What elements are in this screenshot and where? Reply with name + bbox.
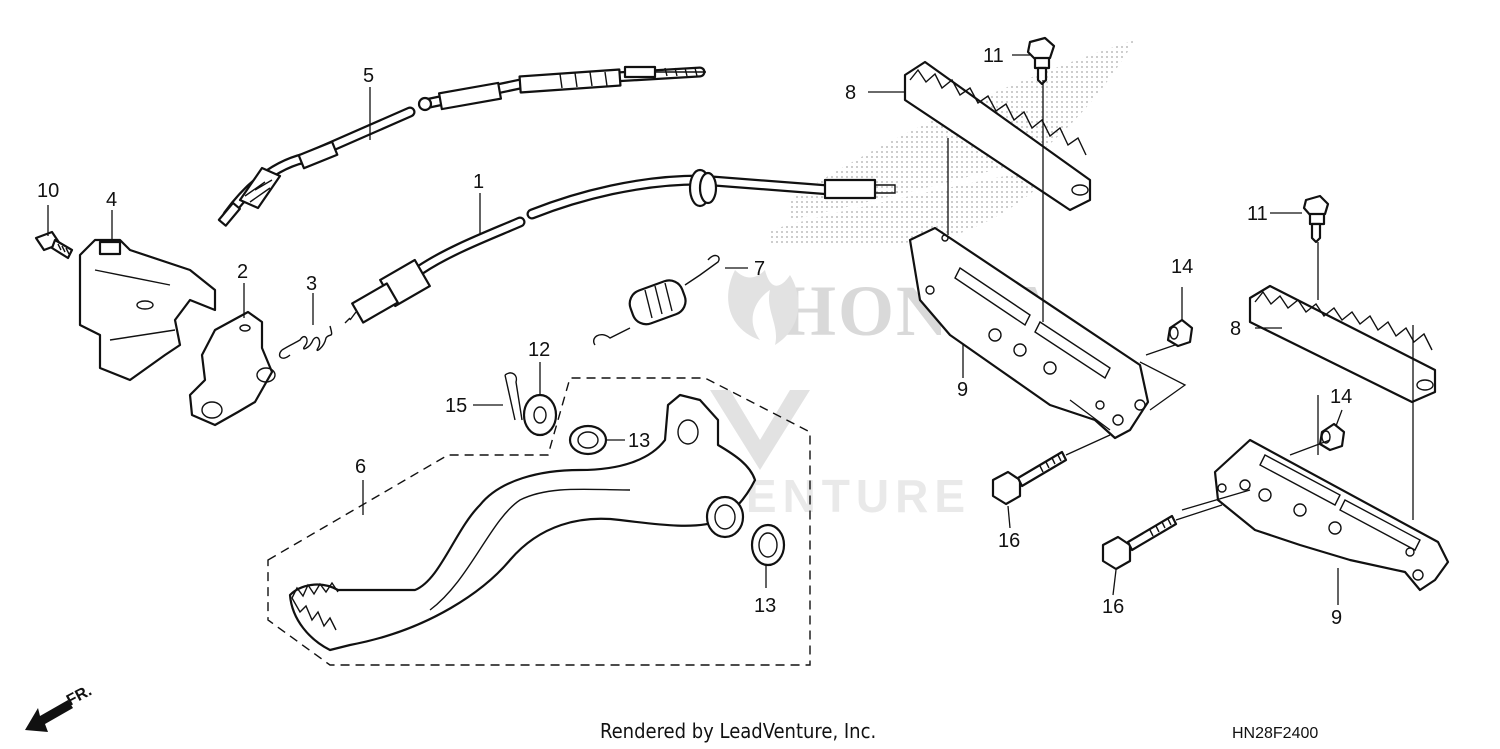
part-15-cotter-pin[interactable] xyxy=(504,372,523,421)
callout-13-lower: 13 xyxy=(754,595,776,617)
part-6-group-outline xyxy=(267,377,811,666)
part-9-bracket-upper[interactable] xyxy=(908,226,1150,440)
rendered-by-text: Rendered by LeadVenture, Inc. xyxy=(600,719,876,743)
front-direction-arrow: FR. xyxy=(25,682,95,732)
part-10-bolt[interactable] xyxy=(34,230,74,260)
part-2-bracket[interactable] xyxy=(188,310,276,427)
callout-numbers: 5 1 10 4 2 3 7 12 15 13 13 6 8 11 11 8 9… xyxy=(37,45,1352,629)
assembly-lines xyxy=(947,80,1414,521)
callout-3: 3 xyxy=(306,273,317,295)
callout-8-lower: 8 xyxy=(1230,318,1241,340)
callout-15: 15 xyxy=(445,395,467,417)
part-9-bracket-lower[interactable] xyxy=(1213,438,1450,592)
callout-5: 5 xyxy=(363,65,374,87)
part-3-spring[interactable] xyxy=(278,325,333,359)
part-16-bolt-lower[interactable] xyxy=(1101,514,1178,571)
part-13-bushing-lower[interactable] xyxy=(750,523,786,567)
callout-14-lower: 14 xyxy=(1330,386,1352,408)
part-12-washer[interactable] xyxy=(522,393,558,437)
part-14-nut-lower[interactable] xyxy=(1318,422,1346,452)
part-11-bolt-lower[interactable] xyxy=(1302,194,1330,244)
callout-6: 6 xyxy=(355,456,366,478)
callout-8-upper: 8 xyxy=(845,82,856,104)
part-4-bracket[interactable] xyxy=(78,238,217,382)
part-13-bushing-upper[interactable] xyxy=(568,424,608,456)
part-1-brake-cable[interactable] xyxy=(344,168,896,324)
callout-11-lower: 11 xyxy=(1247,203,1268,225)
callout-9-upper: 9 xyxy=(957,379,968,401)
callout-1: 1 xyxy=(473,171,484,193)
part-14-nut-upper[interactable] xyxy=(1166,318,1194,348)
callout-7: 7 xyxy=(754,258,765,280)
callout-16-lower: 16 xyxy=(1102,596,1124,618)
callout-14-upper: 14 xyxy=(1171,256,1193,278)
part-8-footpeg-lower[interactable] xyxy=(1248,284,1437,404)
part-6-brake-pedal[interactable] xyxy=(288,393,757,652)
callout-9-lower: 9 xyxy=(1331,607,1342,629)
part-7-spring[interactable] xyxy=(593,254,720,346)
diagram-code: HN28F2400 xyxy=(1232,725,1318,742)
arrow-icon xyxy=(25,700,73,732)
callout-2: 2 xyxy=(237,261,248,283)
callout-12: 12 xyxy=(528,339,550,361)
callout-10: 10 xyxy=(37,180,59,202)
callout-4: 4 xyxy=(106,189,117,211)
callout-11-upper: 11 xyxy=(983,45,1004,67)
part-11-bolt-upper[interactable] xyxy=(1026,36,1056,86)
part-16-bolt-upper[interactable] xyxy=(991,450,1068,506)
callout-leaders xyxy=(47,54,1343,605)
callout-13-upper: 13 xyxy=(628,430,650,452)
callout-16-upper: 16 xyxy=(998,530,1020,552)
part-5-cable[interactable] xyxy=(217,65,706,227)
